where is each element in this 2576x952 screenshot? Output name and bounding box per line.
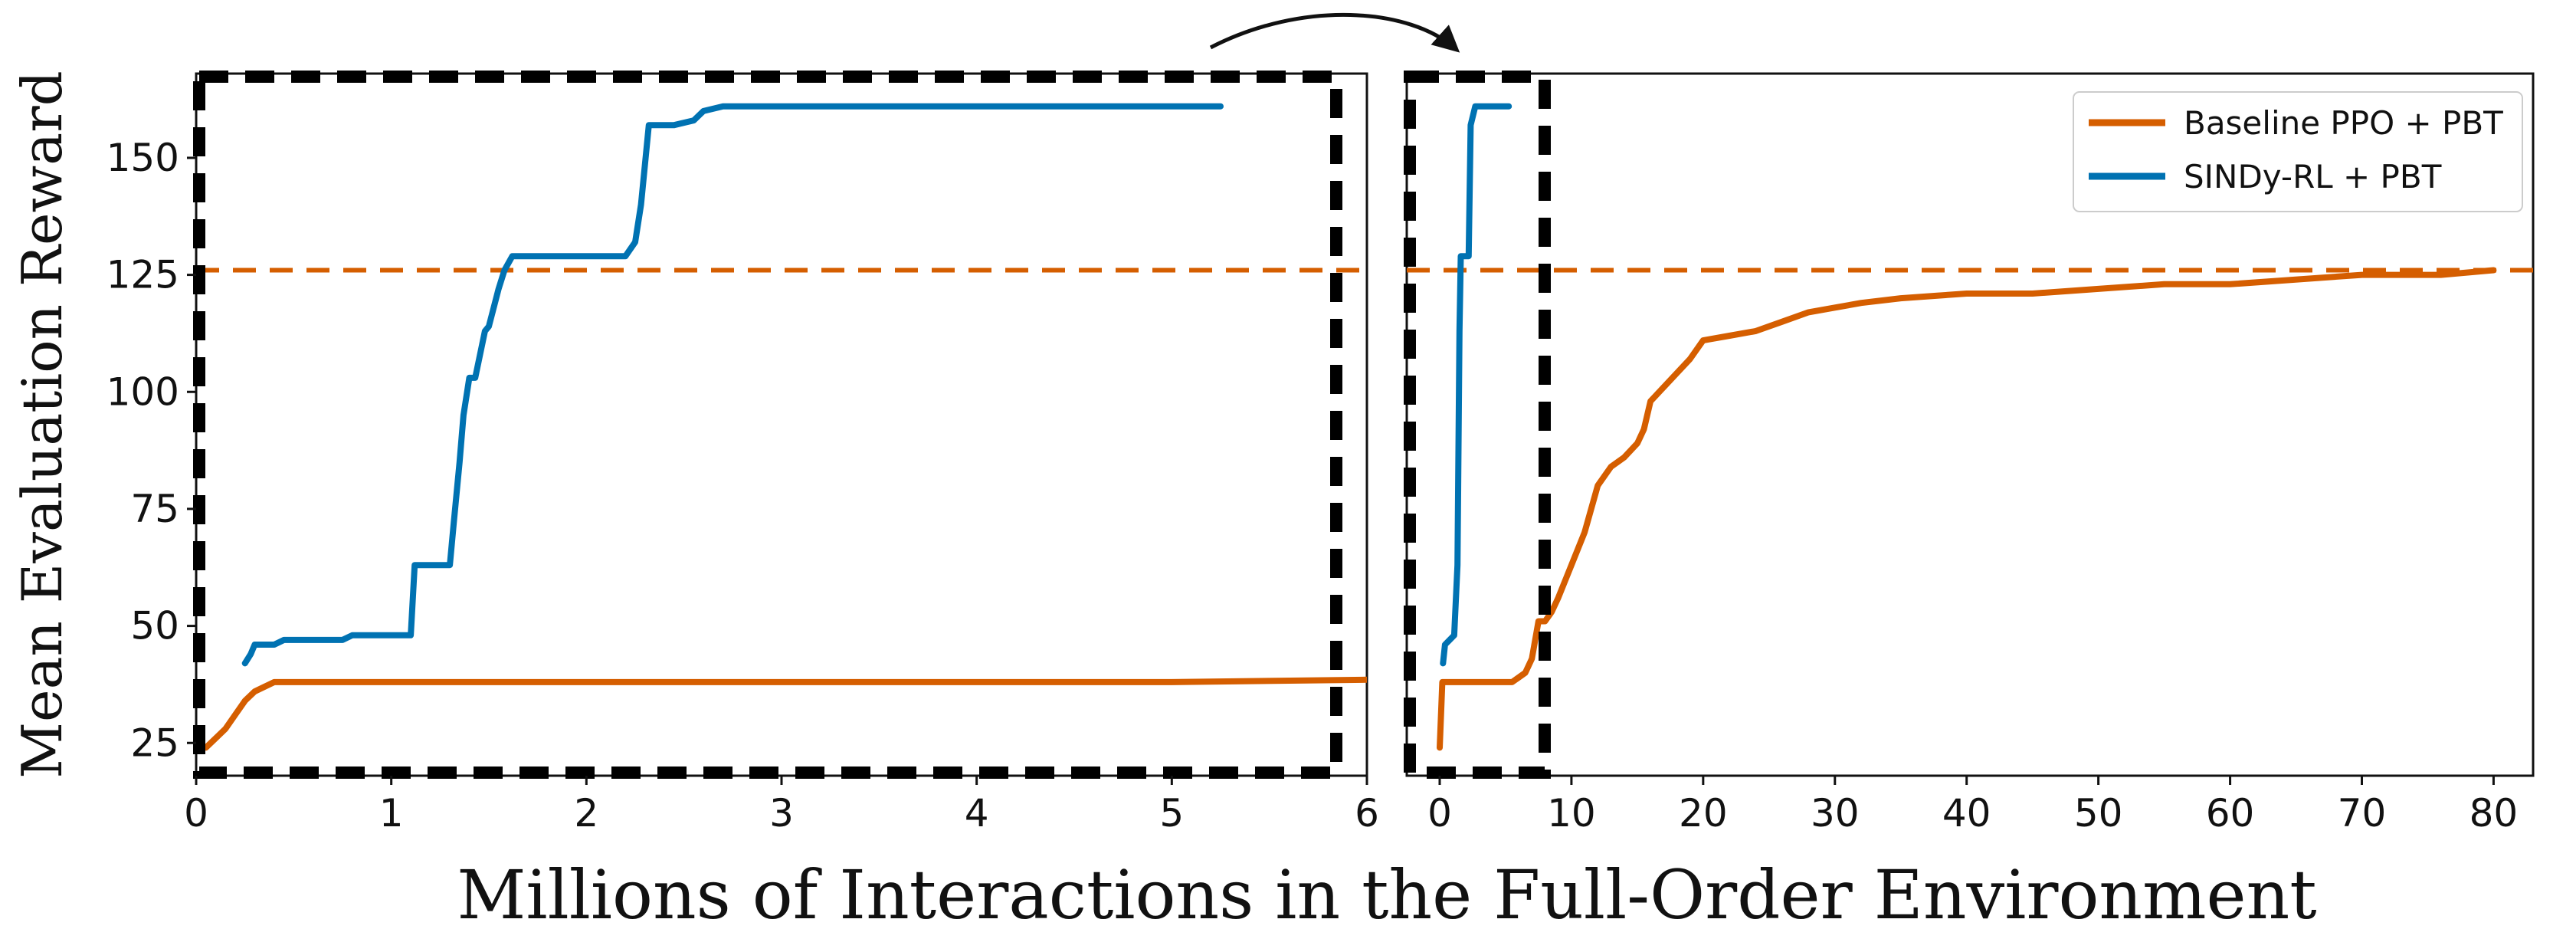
legend-label-sindy: SINDy-RL + PBT xyxy=(2184,158,2442,195)
x-tick-label: 40 xyxy=(1942,791,1991,835)
legend-label-baseline: Baseline PPO + PBT xyxy=(2184,104,2503,142)
series-line-sindy-rl-zoom xyxy=(241,103,1224,667)
y-tick-label: 50 xyxy=(130,604,179,648)
x-tick-label: 5 xyxy=(1159,791,1184,835)
zoom-highlight-box-left xyxy=(193,71,1342,779)
x-tick-label: 60 xyxy=(2206,791,2255,835)
legend-box xyxy=(2073,91,2523,212)
y-tick-label: 75 xyxy=(130,487,179,531)
x-tick-label: 2 xyxy=(574,791,598,835)
x-tick-label: 1 xyxy=(379,791,404,835)
x-tick-label: 4 xyxy=(965,791,989,835)
y-tick-label: 25 xyxy=(130,721,179,765)
zoom-highlight-box-right xyxy=(1404,71,1551,779)
x-tick-label: 6 xyxy=(1355,791,1379,835)
x-tick-label: 20 xyxy=(1679,791,1728,835)
x-tick-label: 80 xyxy=(2469,791,2519,835)
x-tick-label: 70 xyxy=(2338,791,2387,835)
series-line-baseline-ppo-zoom xyxy=(202,676,1367,751)
y-tick-label: 150 xyxy=(107,136,179,180)
x-tick-label: 10 xyxy=(1547,791,1596,835)
x-axis-label: Millions of Interactions in the Full-Ord… xyxy=(457,855,2316,934)
legend: Baseline PPO + PBT SINDy-RL + PBT xyxy=(2073,91,2523,212)
y-tick-label: 125 xyxy=(107,253,179,297)
x-tick-label: 0 xyxy=(1427,791,1452,835)
full-panel-plot xyxy=(1407,103,2533,751)
zoom-panel-plot xyxy=(196,103,1367,751)
x-tick-label: 3 xyxy=(769,791,794,835)
zoom-panel-frame xyxy=(195,72,1368,777)
y-axis-label: Mean Evaluation Reward xyxy=(10,71,74,778)
x-tick-label: 30 xyxy=(1811,791,1860,835)
series-line-baseline-ppo-full xyxy=(1437,267,2497,751)
zoom-arrow xyxy=(1209,12,1460,53)
series-line-sindy-rl-full xyxy=(1440,103,1512,667)
y-tick-label: 100 xyxy=(107,369,179,414)
x-tick-label: 50 xyxy=(2074,791,2123,835)
x-tick-label: 0 xyxy=(184,791,208,835)
